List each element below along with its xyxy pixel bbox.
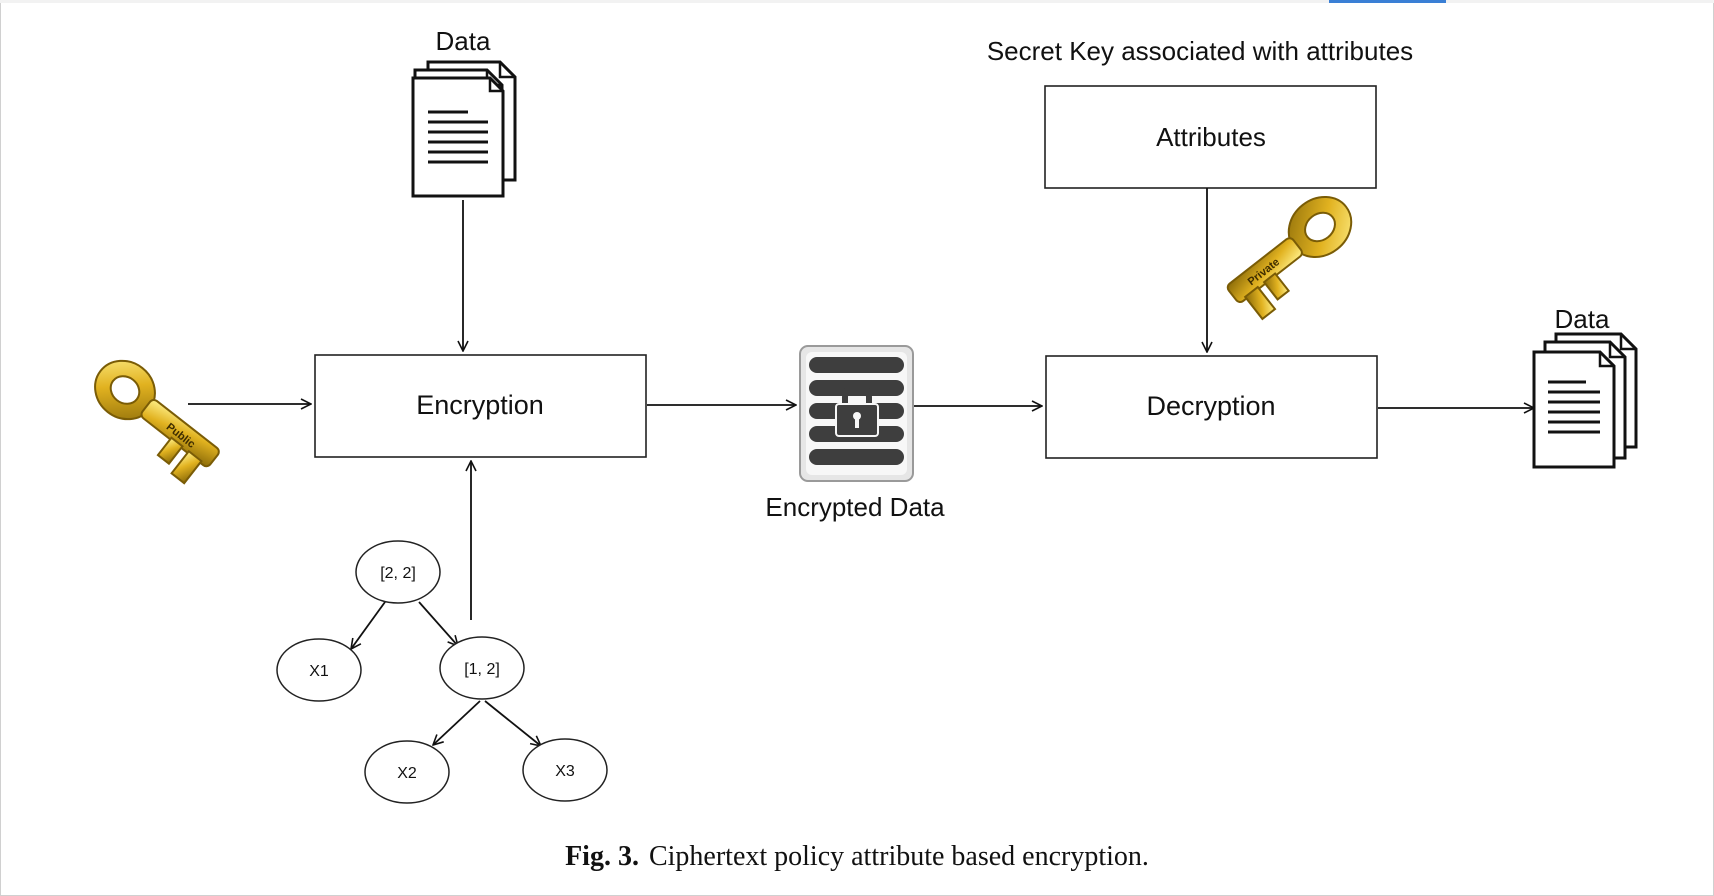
data-output-label: Data [1555, 304, 1610, 334]
tree-edge-inner-x3 [484, 700, 541, 746]
tree-node-root [355, 540, 441, 604]
public-key-icon: Public [94, 359, 220, 485]
tree-edge-root-x1 [351, 601, 386, 649]
tree-edge-inner-x2 [433, 700, 481, 745]
tree-node-x1-label: X1 [309, 663, 329, 680]
tree-node-x1 [276, 638, 362, 702]
caption-text: Ciphertext policy attribute based encryp… [649, 841, 1149, 872]
attributes-box [1044, 85, 1377, 189]
decryption-label: Decryption [1146, 391, 1275, 421]
attributes-label: Attributes [1156, 122, 1266, 152]
secret-key-label: Secret Key associated with attributes [987, 36, 1413, 66]
tree-node-inner [439, 636, 525, 700]
top-accent-bar [1329, 0, 1446, 3]
access-policy-tree: [2, 2] X1 [1, 2] X2 X3 [276, 540, 608, 804]
data-output-document-icon [1532, 332, 1638, 469]
caption-number: Fig. 3. [565, 841, 639, 872]
private-key-icon: Private [1226, 196, 1353, 321]
tree-node-x2-label: X2 [397, 765, 417, 782]
tree-node-x2 [364, 740, 450, 804]
encryption-label: Encryption [416, 390, 544, 420]
encrypted-data-label: Encrypted Data [765, 492, 945, 522]
tree-edge-root-inner [418, 601, 458, 646]
tree-node-x3 [522, 738, 608, 802]
figure-caption: Fig. 3. Ciphertext policy attribute based… [565, 841, 1149, 872]
data-input-label: Data [436, 26, 491, 56]
decryption-box [1045, 355, 1378, 459]
tree-node-root-label: [2, 2] [380, 565, 416, 582]
encrypted-data-vault-icon [799, 345, 914, 482]
data-input-document-icon [411, 60, 517, 198]
tree-node-x3-label: X3 [555, 763, 575, 780]
encryption-box [314, 354, 647, 458]
tree-node-inner-label: [1, 2] [464, 661, 500, 678]
page-top-strip [0, 0, 1714, 3]
